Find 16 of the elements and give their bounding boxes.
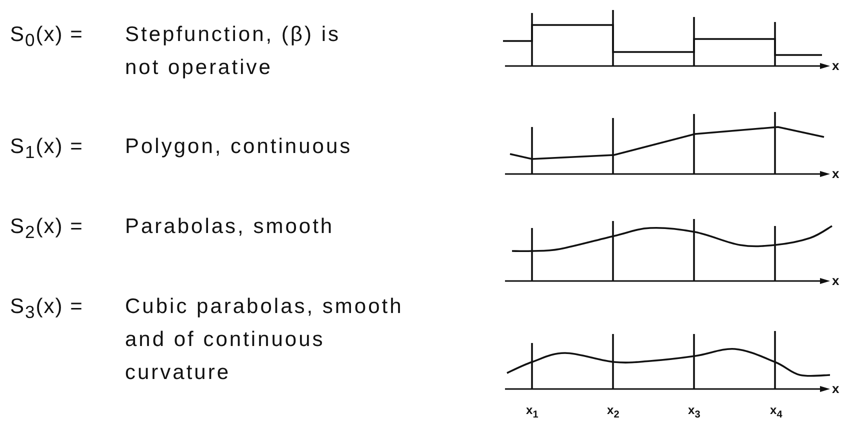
- axis-label: x: [832, 381, 840, 397]
- description-text: Polygon, continuous: [125, 134, 354, 160]
- axis-label: x: [832, 166, 840, 182]
- function-label: S$_{0}$(x) =: [10, 22, 84, 52]
- knot-label: x$_{2}$: [607, 402, 620, 422]
- description-text: Parabolas, smooth: [125, 214, 336, 240]
- axis-label: x: [832, 273, 840, 289]
- knot-label: x$_{4}$: [770, 402, 782, 422]
- function-label: S$_{3}$(x) =: [10, 294, 84, 324]
- knot-label: x$_{1}$: [526, 402, 538, 422]
- function-label: S$_{2}$(x) =: [10, 214, 84, 244]
- description-text: Stepfunction, (β) is not operative: [125, 22, 342, 81]
- description-text: Cubic parabolas, smooth and of continuous curvature: [125, 294, 404, 386]
- axis-label: x: [832, 58, 840, 74]
- knot-label: x$_{3}$: [688, 402, 700, 422]
- function-label: S$_{1}$(x) =: [10, 134, 84, 164]
